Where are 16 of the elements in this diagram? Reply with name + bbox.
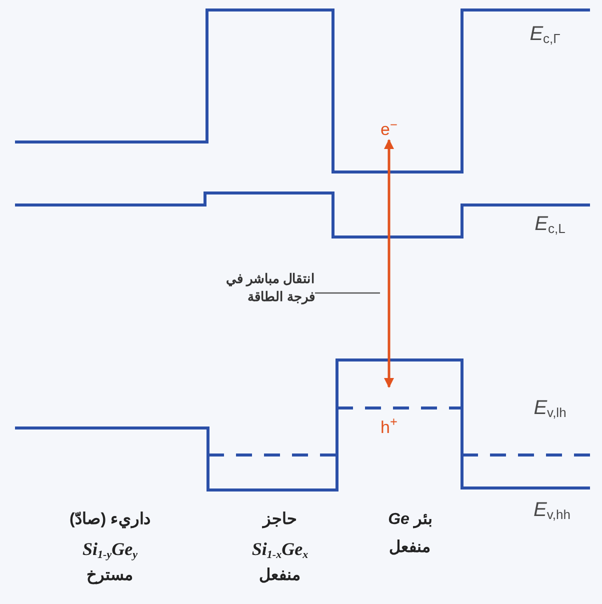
carrier-label: e$^{−}$ xyxy=(380,118,398,141)
energy-level-label: E$_{v,lh}$ xyxy=(534,398,566,418)
region-label: منفعل xyxy=(259,568,301,584)
annotation-text: انتقال مباشر في فرجة الطاقة xyxy=(224,270,315,306)
energy-level-label: E$_{v,hh}$ xyxy=(534,500,570,520)
region-label: Si$_{1-x}$Ge$_{x}$ xyxy=(252,540,308,558)
transition-arrow xyxy=(384,139,394,388)
region-label: مسترخ xyxy=(86,568,134,584)
region-label: Si$_{1-y}$Ge$_{y}$ xyxy=(82,540,138,558)
carrier-label: h$^{+}$ xyxy=(380,416,398,439)
leader-line xyxy=(315,292,380,294)
region-label: حاجز xyxy=(263,512,297,528)
energy-level-label: E$_{c,Γ}$ xyxy=(530,24,560,44)
region-label: داريء (صادّ) xyxy=(69,512,151,528)
region-label: منفعل xyxy=(389,540,431,556)
energy-level-label: E$_{c,L}$ xyxy=(534,214,566,234)
